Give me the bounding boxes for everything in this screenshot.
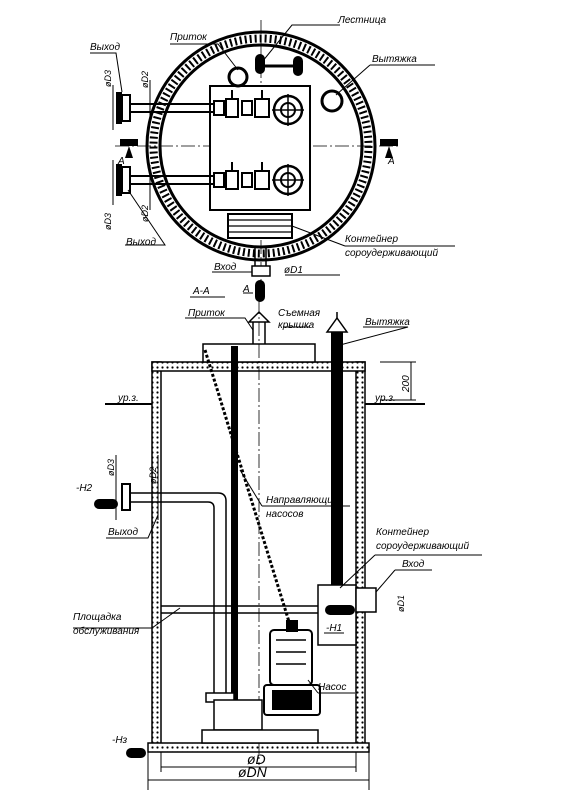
section-label-pump: Насос <box>318 682 346 693</box>
section-label-d3: øD3 <box>106 459 116 476</box>
plan-label-container-2: сороудерживающий <box>345 248 438 259</box>
plan-outlet-pipe-bottom <box>116 164 214 196</box>
section-vent-pipe <box>325 312 349 605</box>
plan-ladder <box>255 54 303 76</box>
section-container-inlet <box>355 587 377 613</box>
plan-dimensions <box>112 80 151 210</box>
plan-valves-bottom <box>213 162 270 190</box>
section-h2-marker <box>94 499 118 509</box>
section-label-ground-left: ур.з. <box>117 393 139 404</box>
plan-pump-bottom <box>272 164 304 196</box>
plan-valves-top <box>213 90 270 118</box>
plan-label-d2-top: øD2 <box>140 71 150 88</box>
section-label-ground-right: ур.з. <box>374 393 396 404</box>
section-title: A-A <box>192 286 210 297</box>
section-label-platform-2: обслуживания <box>73 625 140 637</box>
section-label-container-2: сороудерживающий <box>376 541 469 552</box>
section-guide-rail <box>231 346 238 708</box>
plan-label-outlet-top: Выход <box>90 42 120 53</box>
section-label-guides-2: насосов <box>266 509 303 520</box>
section-view: A-A <box>73 286 482 790</box>
section-container-bar <box>325 605 355 615</box>
section-label-d1: øD1 <box>396 595 406 612</box>
plan-label-inlet: Приток <box>170 32 208 43</box>
section-label-cover-2: крышка <box>278 320 315 331</box>
plan-label-d3-top: øD3 <box>103 70 113 87</box>
plan-label-ladder: Лестница <box>337 15 387 26</box>
plan-label-d1: øD1 <box>284 265 303 276</box>
plan-inlet-pipe <box>227 66 249 88</box>
section-pump-pedestal <box>201 729 319 744</box>
plan-section-mark-left <box>120 139 138 158</box>
section-dim-200 <box>380 361 416 401</box>
section-wall-right <box>355 361 366 748</box>
plan-trash-container <box>227 213 293 239</box>
plan-label-vent: Вытяжка <box>372 54 417 65</box>
section-label-guides-1: Направляющие <box>266 495 339 506</box>
plan-label-container-1: Контейнер <box>345 234 398 245</box>
section-dim-diameters <box>147 752 370 790</box>
plan-section-label-left: A <box>117 156 125 167</box>
section-label-diam-outer: øDN <box>238 764 268 780</box>
section-label-container-1: Контейнер <box>376 527 429 538</box>
section-label-diam-inner: øD <box>247 751 266 767</box>
section-label-d2: øD2 <box>148 467 158 484</box>
section-chain <box>203 349 292 626</box>
plan-label-input: Вход <box>214 262 237 273</box>
plan-input-pipe <box>251 248 271 302</box>
plan-section-mark-right <box>380 139 398 158</box>
section-leaders <box>73 317 482 694</box>
section-label-inlet: Приток <box>188 308 226 319</box>
plan-label-outlet-bottom: Выход <box>126 237 156 248</box>
plan-section-label-bottom: A <box>242 284 250 295</box>
plan-section-label-right: A <box>387 156 395 167</box>
section-wall-left <box>151 361 162 748</box>
section-label-cover-1: Съемная <box>278 308 321 319</box>
section-outlet-pipe <box>121 483 235 703</box>
section-pump-foot <box>213 699 263 731</box>
plan-view: Приток Лестница Вытяжка Выход Выход øD3 … <box>90 15 455 302</box>
section-label-input: Вход <box>402 559 425 570</box>
plan-outlet-pipe-top <box>116 92 214 124</box>
plan-vent-pipe <box>320 89 344 113</box>
plan-pump-top <box>272 94 304 126</box>
section-label-h1: -H1 <box>326 623 342 634</box>
plan-label-d2-bottom: øD2 <box>140 205 150 222</box>
section-h3-marker <box>126 748 146 758</box>
plan-label-d3-bottom: øD3 <box>103 213 113 230</box>
plan-leaders <box>90 24 455 298</box>
section-label-outlet: Выход <box>108 527 138 538</box>
section-label-h2: -H2 <box>76 483 93 494</box>
section-label-platform-1: Площадка <box>73 612 122 623</box>
section-pump <box>263 620 321 716</box>
section-label-200: 200 <box>401 375 412 393</box>
section-label-h3: -Hз <box>112 735 128 746</box>
section-label-vent: Вытяжка <box>365 317 410 328</box>
